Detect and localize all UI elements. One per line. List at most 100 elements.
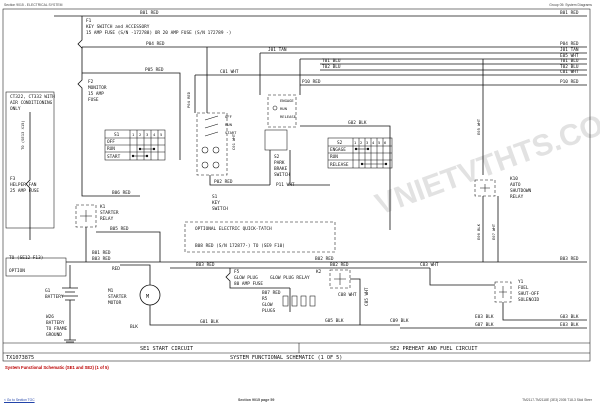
wire-label-g03-right: G03 BLK [560, 314, 579, 320]
wire-label-b01-right: B01 RED [560, 10, 579, 16]
watermark: VNIETVTHTS.COM [371, 100, 600, 222]
wire-label-e05: E05 WHT [476, 118, 481, 135]
m1-starter-motor: M M1 STARTER MOTOR [108, 284, 161, 306]
wire-label-e05-right: E05 WHT [560, 53, 579, 59]
wire-label-t02-right: T02 BLU [560, 64, 579, 70]
f1-line-2: KEY SWITCH and ACCESSORY [86, 24, 150, 30]
svg-text:K1: K1 [100, 204, 106, 210]
f1-line-1: F1 [86, 18, 92, 24]
s1-switch-table: S1 1 2 3 4 5 OFF RUN START [104, 129, 166, 161]
option-wire-label: TO (SE12 F13) [9, 255, 43, 261]
quick-tatch-label: OPTIONAL ELECTRIC QUICK-TATCH [195, 226, 272, 232]
s2-switch-table: S2 1 2 3 4 5 6 ENGAGE RUN RELEASE [327, 137, 393, 169]
svg-text:SHUT-OFF: SHUT-OFF [518, 291, 540, 297]
wire-label-g07: G07 BLK [475, 322, 494, 328]
f5-line-3: 80 AMP FUSE [234, 281, 263, 287]
f2-line-2: MONITOR [88, 85, 107, 91]
f5-line-1: F5 [234, 269, 240, 275]
svg-text:5: 5 [160, 132, 162, 137]
svg-text:S2: S2 [274, 154, 280, 160]
ac-label-1: CT322, CT332 WITH [10, 94, 55, 100]
f1-line-3: 15 AMP FUSE (S/N -172788) OR 20 AMP FUSE… [86, 30, 231, 36]
f5-line-2: GLOW PLUG [234, 275, 258, 281]
wire-label-e03: E03 BLK [475, 314, 494, 320]
wire-label-j01-right: J01 TAN [560, 47, 579, 53]
wire-label-c01-b: C01 WHT [231, 133, 236, 150]
wire-label-e03-right: E03 BLK [560, 322, 579, 328]
wire-label-b03: B03 RED [196, 262, 215, 268]
wire-label-p10: P10 RED [302, 79, 321, 85]
figure-caption: System Functional Schematic (SE1 and SE2… [5, 365, 109, 370]
svg-text:RUN: RUN [280, 106, 288, 111]
svg-text:AUTO: AUTO [510, 182, 521, 188]
svg-text:START: START [107, 154, 121, 160]
wire-label-b07: B07 RED [262, 290, 281, 296]
wire-label-p05: P05 RED [145, 67, 164, 73]
page-header-right: Group 05: System Diagrams [549, 3, 592, 7]
wire-label-red: RED [112, 266, 120, 272]
ac-label-2: AIR CONDITIONING [10, 100, 53, 106]
wire-label-c01: C01 WHT [220, 69, 239, 75]
k10-auto-shutdown-relay: K10 AUTO SHUTDOWN RELAY [474, 176, 532, 200]
diagram-title: SYSTEM FUNCTIONAL SCHEMATIC (1 OF 5) [230, 355, 342, 361]
svg-text:3: 3 [366, 140, 368, 145]
svg-text:W26: W26 [46, 314, 54, 320]
wire-label-b01-b: B01 RED [92, 250, 111, 256]
svg-text:M: M [146, 294, 149, 300]
s1-key-switch: OFF RUN START S1 KEY SWITCH [196, 112, 237, 212]
svg-text:KEY: KEY [212, 200, 220, 206]
svg-text:S1: S1 [212, 194, 218, 200]
svg-text:BATTERY: BATTERY [46, 320, 65, 326]
wire-label-t01-right: T01 BLU [560, 58, 579, 64]
section-se2-title: SE2 PREHEAT AND FUEL CIRCUIT [390, 346, 477, 352]
wire-label-g01: G01 BLK [200, 319, 219, 325]
svg-text:S1: S1 [114, 132, 120, 138]
wire-label-c01-right: C01 WHT [560, 69, 579, 75]
svg-text:G1: G1 [45, 288, 51, 294]
option-box [5, 257, 67, 277]
go-to-toc-link[interactable]: < Go to Section TOC [4, 398, 35, 402]
svg-text:PLUGS: PLUGS [262, 308, 276, 314]
svg-text:TO FRAME: TO FRAME [46, 326, 68, 332]
f2-line-4: FUSE [88, 97, 99, 103]
w26-frame-ground: W26 BATTERY TO FRAME GROUND [46, 312, 76, 343]
wire-label-p04: P04 RED [146, 41, 165, 47]
svg-text:RELEASE: RELEASE [280, 114, 297, 119]
quick-tatch-wire: B08 RED (S/N 172877-) TO (SE9 F10) [195, 243, 285, 249]
wire-label-e06: E06 BLK [476, 223, 481, 240]
option-label: OPTION [9, 268, 25, 274]
wire-label-p10-right: P10 RED [560, 79, 579, 85]
svg-text:SWITCH: SWITCH [274, 172, 290, 178]
k2-glow-plug-relay: K2 GLOW PLUG RELAY [270, 269, 351, 289]
f2-line-1: F2 [88, 79, 94, 85]
g1-battery: G1 BATTERY [45, 265, 78, 312]
wire-label-p11: P11 WHT [276, 182, 295, 188]
wire-label-p04-vert: P04 RED [186, 91, 191, 108]
wire-label-b05: B05 RED [110, 226, 129, 232]
f3-line-2: HELPER FAN [10, 182, 37, 188]
svg-text:MOTOR: MOTOR [108, 300, 122, 306]
svg-text:RELAY: RELAY [100, 216, 114, 222]
svg-text:STARTER: STARTER [108, 294, 127, 300]
r5-glow-plugs: R5 GLOW PLUGS [262, 288, 316, 314]
wire-label-j01: J01 TAN [268, 47, 287, 53]
y1-fuel-shutoff-solenoid: Y1 FUEL SHUT-OFF SOLENOID [494, 279, 540, 303]
ac-wire-label: TO (SE13 X15) [20, 120, 25, 150]
svg-text:START: START [225, 130, 237, 135]
svg-text:STARTER: STARTER [100, 210, 119, 216]
svg-text:ENGAGE: ENGAGE [280, 98, 294, 103]
wire-label-c08: C08 WHT [338, 292, 357, 298]
svg-text:1: 1 [354, 140, 357, 145]
svg-text:GLOW PLUG RELAY: GLOW PLUG RELAY [270, 275, 310, 281]
page-number: Section 9015 page 59 [238, 398, 275, 402]
svg-text:RUN: RUN [330, 154, 338, 160]
svg-text:BRAKE: BRAKE [274, 166, 288, 172]
svg-text:ENGAGE: ENGAGE [330, 147, 346, 153]
svg-text:FUEL: FUEL [518, 285, 529, 291]
svg-text:4: 4 [372, 140, 375, 145]
svg-text:BATTERY: BATTERY [45, 294, 64, 300]
svg-text:K2: K2 [316, 269, 322, 275]
svg-text:5: 5 [378, 140, 380, 145]
s2-park-brake-switch: ENGAGE RUN RELEASE S2 PARK BRAKE SWITCH [264, 94, 297, 178]
